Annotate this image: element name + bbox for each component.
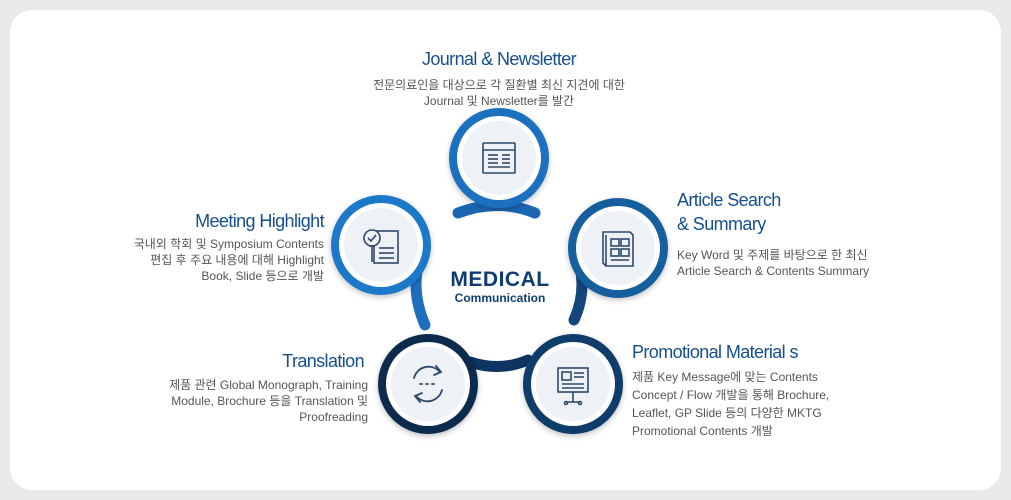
center-subtitle: Communication <box>454 291 546 305</box>
center-title: MEDICAL <box>450 268 550 291</box>
article-description: Key Word 및 주제를 바탕으로 한 최신 Article Search … <box>677 248 870 278</box>
translation-description: 제품 관련 Global Monograph, Training Module,… <box>169 378 368 424</box>
book-icon <box>602 231 634 267</box>
newspaper-icon <box>482 142 516 174</box>
journal-description: 전문의료인을 대상으로 각 질환별 최신 지견에 대한 Journal 및 Ne… <box>373 78 625 108</box>
checklist-pen-icon <box>363 229 399 264</box>
node-journal <box>449 108 549 208</box>
translation-title: Translation <box>282 351 364 371</box>
promotional-description: 제품 Key Message에 맞는 Contents Concept / Fl… <box>632 370 830 438</box>
meeting-title: Meeting Highlight <box>195 211 324 231</box>
card-background <box>10 10 1001 490</box>
journal-title: Journal & Newsletter <box>421 49 577 69</box>
refresh-arrows-icon <box>413 365 443 403</box>
node-article <box>568 198 668 298</box>
node-meeting <box>331 195 431 295</box>
node-translation <box>378 334 478 434</box>
promotional-title: Promotional Material s <box>632 342 798 362</box>
article-title: Article Search & Summary <box>677 190 781 234</box>
meeting-description: 국내외 학회 및 Symposium Contents 편집 후 주요 내용에 … <box>133 237 324 283</box>
presentation-board-icon <box>557 367 589 406</box>
